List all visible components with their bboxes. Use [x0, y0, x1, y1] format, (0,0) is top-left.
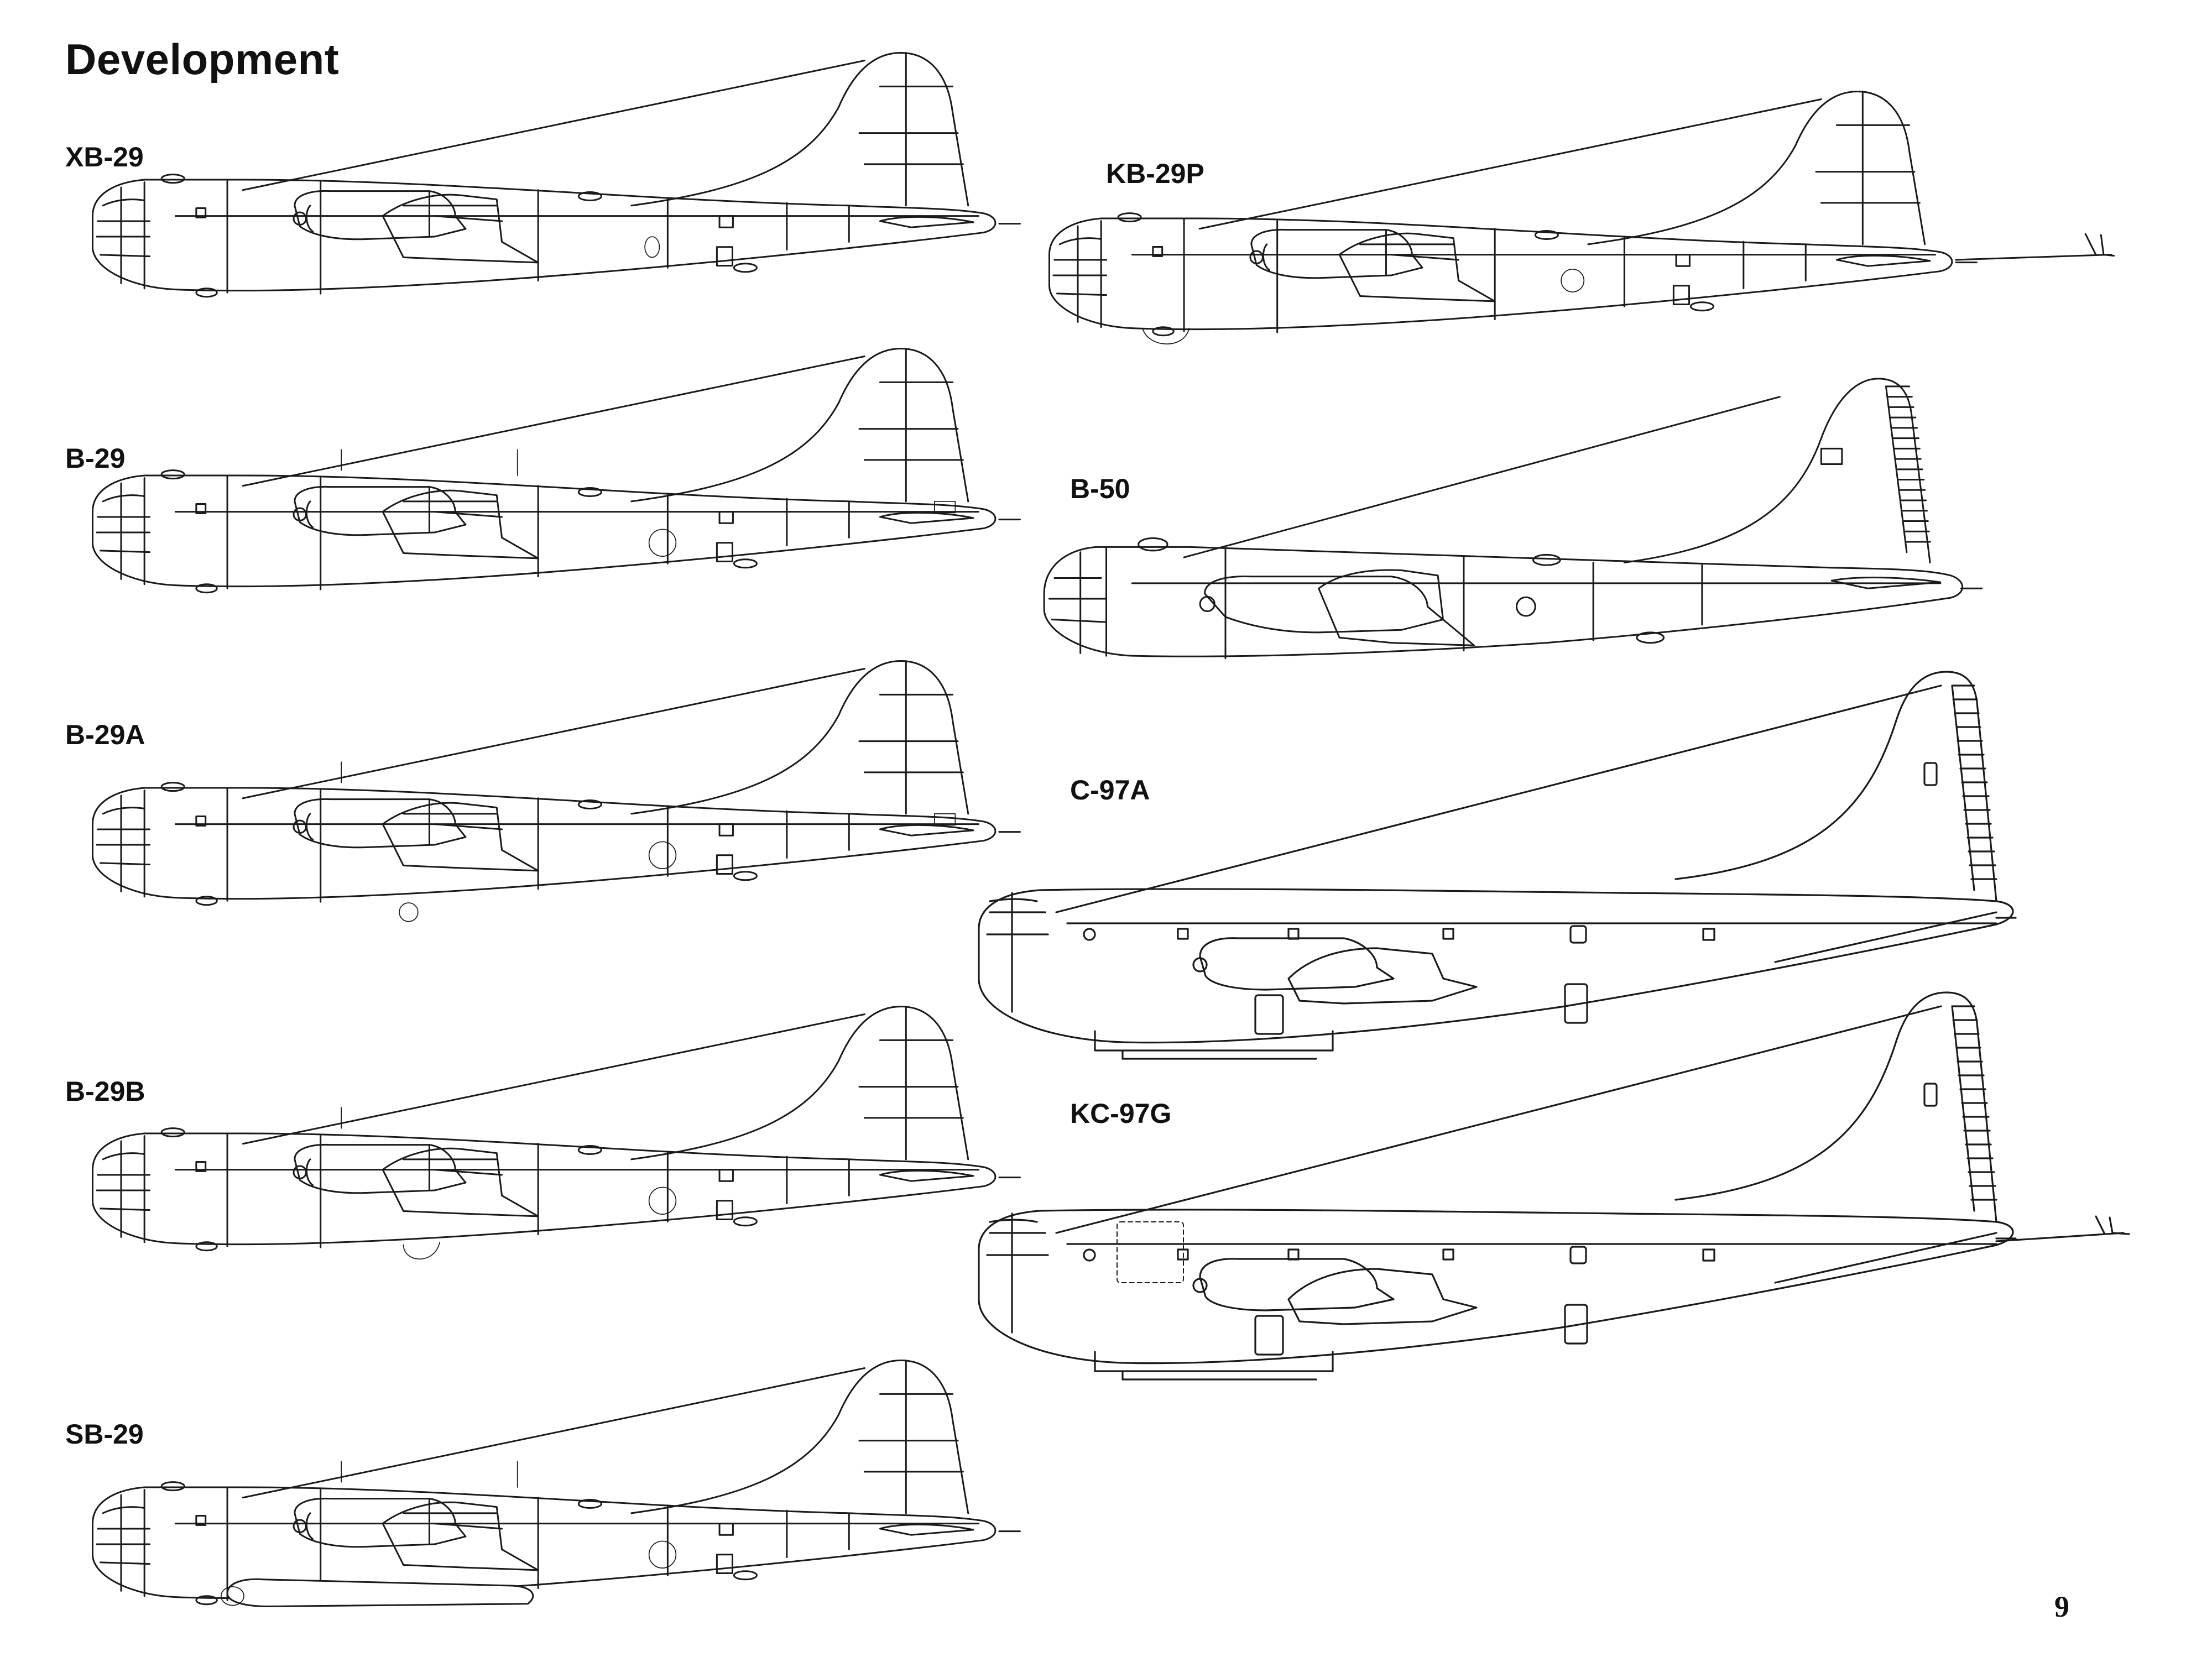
page-title: Development — [65, 35, 340, 83]
b-29-drawing — [72, 346, 1056, 605]
label-b-29: B-29 — [65, 443, 126, 474]
kb-29p-drawing — [1029, 88, 2115, 344]
label-b-50: B-50 — [1070, 473, 1130, 504]
sb-29-drawing — [72, 1357, 1056, 1607]
label-b-29a: B-29A — [65, 719, 145, 750]
b-29a-drawing — [72, 658, 1056, 922]
label-b-29b: B-29B — [65, 1076, 145, 1107]
page-number: 9 — [2054, 1590, 2069, 1623]
label-xb-29: XB-29 — [65, 142, 144, 173]
xb-29-drawing — [72, 50, 1056, 310]
b-29b-drawing — [72, 1003, 1056, 1260]
b-50-drawing — [1029, 376, 2013, 666]
label-sb-29: SB-29 — [65, 1419, 144, 1450]
label-c-97a: C-97A — [1070, 775, 1150, 806]
label-kb-29p: KB-29P — [1106, 158, 1204, 189]
kc-97g-drawing — [957, 990, 2130, 1388]
label-kc-97g: KC-97G — [1070, 1098, 1172, 1129]
